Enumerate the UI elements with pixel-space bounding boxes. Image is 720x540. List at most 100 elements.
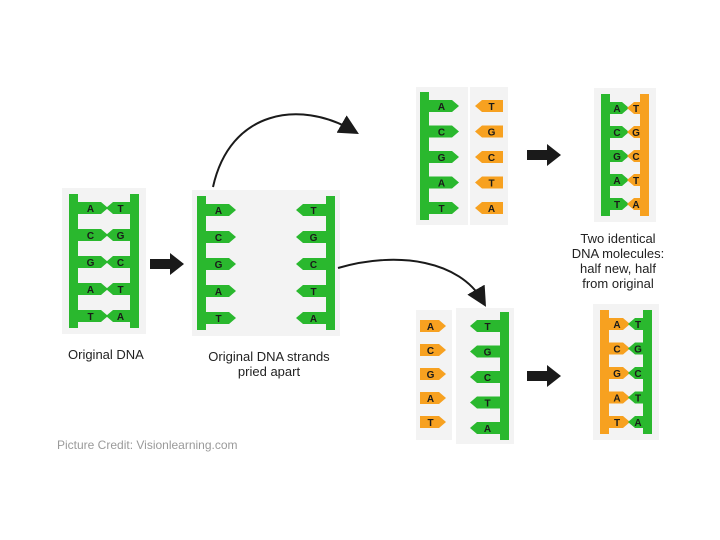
pair-4-right-letter: A (632, 200, 639, 211)
pair-1-left-block (610, 126, 629, 138)
bottom-old-strand-base-2-letter: C (484, 373, 491, 384)
top-new-nucleotide-3-letter: T (488, 179, 494, 190)
top-old-strand-base-4-block (429, 202, 459, 214)
top-new-nucleotide-0-block (475, 100, 503, 112)
left-strand-base-1-letter: C (215, 233, 222, 244)
pair-0-right-letter: T (635, 320, 641, 331)
left-strand-base-2-block (206, 258, 236, 270)
right-strand-base-3-block (296, 285, 326, 297)
pair-1-left-block (609, 342, 630, 355)
top-old-strand-base-3-block (429, 176, 459, 189)
pair-4-right-block (628, 416, 643, 428)
pair-1-right-block (106, 229, 130, 241)
straight-arrow-bottom-icon-shape (527, 365, 561, 387)
pair-3-left-block (609, 391, 630, 404)
pair-1-right-letter: G (632, 128, 640, 139)
pair-3-right-letter: T (633, 176, 639, 187)
pair-4-left-block (609, 416, 630, 428)
top-old-strand-base-2-block (429, 151, 459, 163)
picture-credit: Picture Credit: Visionlearning.com (57, 438, 238, 452)
pair-3-right-letter: T (635, 394, 641, 405)
left-strand-base-4-letter: T (215, 314, 221, 325)
pair-0-left-block (78, 202, 108, 214)
pair-0-right-letter: T (117, 204, 123, 215)
bottom-old-strand-base-1-block (470, 345, 500, 358)
left-strand-base-0-letter: A (215, 206, 222, 217)
process-arrows (212, 113, 487, 307)
right-strand-base-4-block (296, 312, 326, 324)
pair-4-left-block (610, 198, 629, 210)
straight-arrow-original-icon-shape (150, 253, 184, 275)
caption-result-line1: Two identical (580, 231, 656, 246)
bottom-old-strand-base-3-letter: T (484, 399, 490, 410)
pair-1-right-letter: G (117, 231, 125, 242)
bottom-new-nucleotide-3-block (420, 392, 446, 404)
bottom-old-strand-backbone (500, 312, 509, 440)
pair-2-left-block (610, 150, 629, 162)
bottom-new-nucleotide-1-block (420, 344, 446, 356)
pair-0-left-block (610, 102, 629, 114)
pair-3-left-letter: A (87, 285, 94, 296)
right-strand-base-0-letter: T (310, 206, 316, 217)
top-old-strand-backbone (420, 92, 429, 220)
pair-4-left-letter: T (614, 200, 620, 211)
bottom-old-strand-base-0-block (470, 320, 500, 332)
top-old-strand-base-1-block (429, 125, 459, 138)
bottom-new-nucleotide-0-letter: A (427, 322, 434, 333)
curved-arrow-bottom-icon (337, 258, 487, 307)
right-strand-base-1-letter: G (310, 233, 318, 244)
pair-1-right-block (628, 342, 643, 355)
right-backbone (640, 94, 649, 216)
bottom-old-strand-base-4-block (470, 422, 500, 434)
pair-3-right-letter: T (117, 285, 123, 296)
top-new-nucleotide-3-block (475, 176, 503, 189)
pair-0-right-letter: T (633, 104, 639, 115)
pair-4-left-block (78, 310, 108, 322)
caption-result-line3: half new, half (580, 261, 656, 276)
curved-arrow-top-icon (212, 113, 359, 188)
right-backbone (130, 194, 139, 328)
top-new-nucleotide-1-block (475, 125, 503, 138)
pair-2-right-block (106, 256, 130, 268)
pair-1-right-block (627, 126, 640, 138)
right-strand-base-3-letter: T (310, 287, 316, 298)
top-old-strand-base-2-letter: G (438, 153, 446, 164)
bottom-old-strand-base-0-letter: T (484, 322, 490, 333)
left-strand-base-0-block (206, 204, 236, 216)
top-old-strand-base-1-letter: C (438, 128, 445, 139)
pair-1-left-block (78, 229, 108, 241)
pair-0-right-block (628, 318, 643, 330)
pair-4-right-letter: A (117, 312, 124, 323)
top-old-strand-base-3-letter: A (438, 179, 445, 190)
pair-1-left-letter: C (613, 128, 620, 139)
pair-3-left-letter: A (613, 394, 620, 405)
caption-pried-apart-line2: pried apart (237, 364, 301, 379)
bottom-old-strand-base-2-block (470, 371, 500, 383)
top-new-nucleotide-4-block (475, 202, 503, 214)
left-backbone (600, 310, 609, 434)
caption-original-dna: Original DNA (68, 347, 144, 362)
bottom-new-nucleotide-1-letter: C (427, 346, 434, 357)
pair-2-right-block (627, 150, 640, 162)
pair-0-left-block (609, 318, 630, 330)
bottom-new-nucleotide-2-letter: G (427, 370, 435, 381)
right-strand-base-2-letter: C (310, 260, 317, 271)
pair-0-left-letter: A (613, 104, 620, 115)
caption-pried-apart-line1: Original DNA strands (208, 349, 330, 364)
caption-pried-apart: Original DNA strands pried apart (198, 349, 340, 379)
caption-result-line2: DNA molecules: (571, 246, 665, 261)
bottom-new-nucleotide-0-block (420, 320, 446, 332)
pair-2-right-letter: C (632, 152, 639, 163)
pair-1-right-letter: G (634, 345, 642, 356)
top-new-nucleotide-2-block (475, 151, 503, 163)
right-strand-base-4-letter: A (310, 314, 317, 325)
straight-arrow-bottom-icon (527, 365, 561, 387)
pair-3-left-block (78, 283, 108, 295)
top-new-nucleotide-2-letter: C (488, 153, 495, 164)
left-strand-backbone (197, 196, 206, 330)
